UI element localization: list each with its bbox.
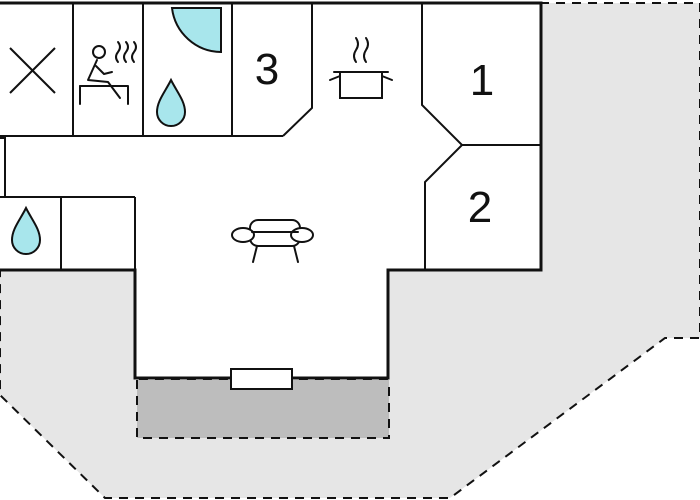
cooking-pot-icon (329, 37, 393, 99)
water-drop-icon (10, 205, 42, 255)
x-icon (9, 47, 56, 94)
patio-door (230, 368, 293, 390)
water-drop-icon (155, 77, 187, 127)
room-label-1: 1 (470, 56, 494, 105)
terrace-outline (136, 380, 390, 439)
sofa-icon (231, 219, 314, 263)
room-label-2: 2 (468, 183, 492, 232)
interior-walls (0, 3, 541, 270)
exterior-wall (0, 1, 543, 380)
room-label-3: 3 (255, 45, 279, 94)
sauna-icon (79, 41, 137, 105)
shower-tray (170, 7, 222, 54)
